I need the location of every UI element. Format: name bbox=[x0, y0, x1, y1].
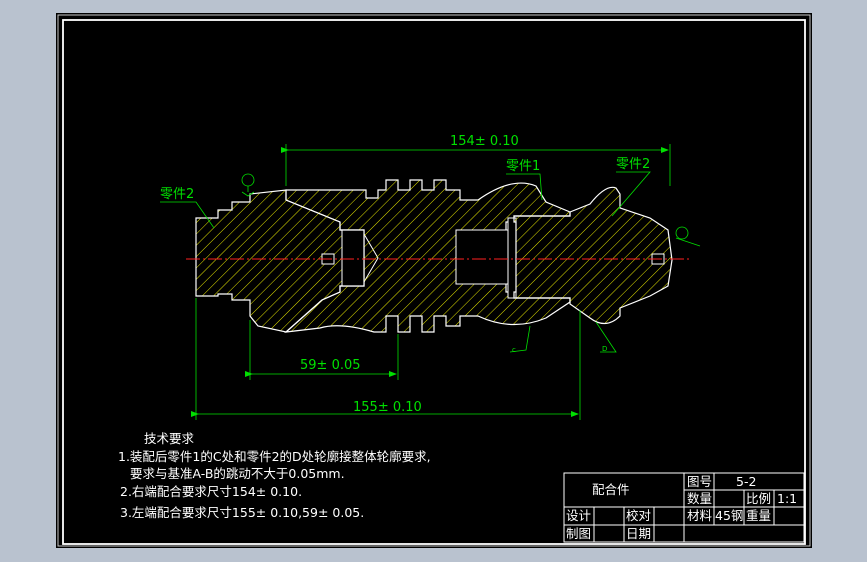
middle-part-section bbox=[284, 179, 571, 333]
tech-req-line-1: 1.装配后零件1的C处和零件2的D处轮廓接整体轮廓要求, bbox=[118, 449, 431, 464]
tech-req-line-3: 2.右端配合要求尺寸154± 0.10. bbox=[120, 484, 302, 499]
scale-label: 比例 bbox=[746, 491, 771, 506]
technical-requirements: 技术要求 1.装配后零件1的C处和零件2的D处轮廓接整体轮廓要求, 要求与基准A… bbox=[118, 431, 431, 520]
draw-label: 制图 bbox=[566, 526, 591, 541]
left-bore bbox=[341, 229, 365, 287]
design-label: 设计 bbox=[566, 508, 591, 523]
tech-req-line-4: 3.左端配合要求尺寸155± 0.10,59± 0.05. bbox=[120, 505, 364, 520]
material-value: 45钢 bbox=[715, 508, 743, 523]
dimension-59: 59± 0.05 bbox=[300, 358, 361, 373]
outer-frame bbox=[57, 14, 811, 547]
weight-label: 重量 bbox=[746, 508, 771, 523]
marker-d: D bbox=[602, 345, 607, 353]
drawing-border bbox=[62, 19, 806, 545]
assembly-section-view bbox=[186, 179, 690, 333]
check-label: 校对 bbox=[626, 508, 651, 523]
scale-value: 1:1 bbox=[777, 491, 797, 506]
tech-req-line-2: 要求与基准A-B的跳动不大于0.05mm. bbox=[130, 466, 345, 481]
title-block bbox=[563, 472, 805, 543]
spacer-ring bbox=[507, 217, 517, 299]
label-middle-part: 零件1 bbox=[506, 159, 540, 174]
marker-c: c bbox=[512, 346, 516, 354]
tech-req-title: 技术要求 bbox=[144, 431, 195, 446]
label-right-part: 零件2 bbox=[616, 157, 650, 172]
middle-cavity bbox=[455, 229, 509, 285]
drawing-no-value: 5-2 bbox=[736, 474, 756, 489]
dimension-lines bbox=[160, 144, 701, 420]
dimension-155: 155± 0.10 bbox=[353, 400, 422, 415]
title-block-name: 配合件 bbox=[592, 482, 630, 497]
date-label: 日期 bbox=[626, 526, 651, 541]
drawing-no-label: 图号 bbox=[687, 474, 712, 489]
label-left-part: 零件2 bbox=[160, 187, 194, 202]
quantity-label: 数量 bbox=[687, 491, 712, 506]
dimension-154: 154± 0.10 bbox=[450, 134, 519, 149]
right-part-section bbox=[513, 186, 673, 325]
material-label: 材料 bbox=[687, 508, 713, 523]
